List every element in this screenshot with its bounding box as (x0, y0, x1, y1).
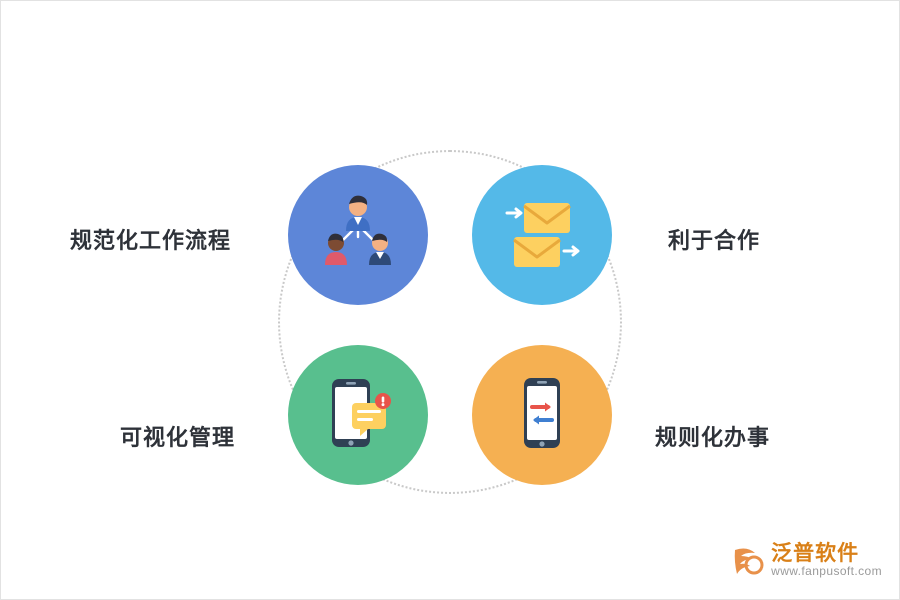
phone-transfer-icon (494, 365, 590, 466)
node-label-top-right: 利于合作 (668, 228, 761, 253)
node-bottom-right[interactable] (472, 345, 612, 485)
node-bottom-left[interactable] (288, 345, 428, 485)
watermark-logo: 泛普软件 www.fanpusoft.com (731, 543, 882, 578)
node-label-bottom-left: 可视化管理 (120, 425, 236, 450)
brand-name: 泛普软件 (771, 542, 860, 566)
brand-url: www.fanpusoft.com (771, 564, 882, 579)
node-top-right[interactable] (472, 165, 612, 305)
node-top-left[interactable] (288, 165, 428, 305)
phone-message-icon (310, 365, 406, 466)
brand-mark-icon (731, 544, 765, 578)
dotted-connector-ring (278, 150, 622, 494)
team-people-icon (310, 185, 406, 286)
mail-exchange-icon (494, 185, 590, 286)
node-label-bottom-right: 规则化办事 (655, 425, 771, 450)
node-label-top-left: 规范化工作流程 (70, 228, 232, 253)
